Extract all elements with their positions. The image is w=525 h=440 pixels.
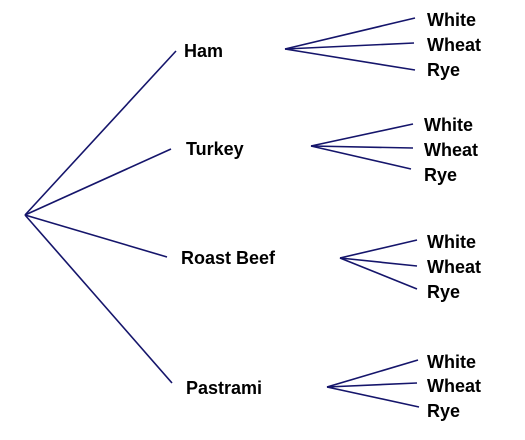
branch-turkey-white	[310, 123, 414, 147]
meat-labels: Ham Turkey Roast Beef Pastrami	[181, 41, 276, 398]
bread-label-roast-beef-wheat: Wheat	[427, 257, 481, 277]
branch-pastrami-wheat	[326, 382, 418, 388]
root-branches	[24, 50, 177, 384]
pastrami-bread-labels: White Wheat Rye	[427, 352, 481, 421]
bread-label-turkey-white: White	[424, 115, 473, 135]
bread-label-roast-beef-rye: Rye	[427, 282, 460, 302]
branch-ham-wheat	[284, 42, 415, 50]
turkey-bread-branches	[310, 123, 414, 170]
ham-bread-branches	[284, 17, 416, 71]
branch-root-roast-beef	[24, 214, 168, 258]
branch-pastrami-rye	[326, 386, 420, 408]
ham-bread-labels: White Wheat Rye	[427, 10, 481, 80]
turkey-bread-labels: White Wheat Rye	[424, 115, 478, 185]
bread-label-pastrami-rye: Rye	[427, 401, 460, 421]
roast-beef-bread-labels: White Wheat Rye	[427, 232, 481, 302]
meat-label-roast-beef: Roast Beef	[181, 248, 276, 268]
meat-label-ham: Ham	[184, 41, 223, 61]
meat-label-pastrami: Pastrami	[186, 378, 262, 398]
branch-turkey-wheat	[310, 145, 414, 149]
branch-roast-beef-rye	[339, 257, 418, 290]
meat-label-turkey: Turkey	[186, 139, 244, 159]
branch-pastrami-white	[326, 359, 419, 388]
branch-ham-rye	[284, 48, 416, 71]
branch-roast-beef-wheat	[339, 257, 418, 267]
bread-label-ham-white: White	[427, 10, 476, 30]
bread-label-turkey-wheat: Wheat	[424, 140, 478, 160]
branch-root-ham	[24, 50, 177, 216]
branch-turkey-rye	[310, 145, 412, 170]
pastrami-bread-branches	[326, 359, 420, 408]
bread-label-ham-wheat: Wheat	[427, 35, 481, 55]
branch-root-turkey	[24, 148, 172, 216]
bread-label-pastrami-wheat: Wheat	[427, 376, 481, 396]
branch-root-pastrami	[24, 214, 173, 384]
branch-ham-white	[284, 17, 416, 50]
bread-label-roast-beef-white: White	[427, 232, 476, 252]
roast-beef-bread-branches	[339, 239, 418, 290]
bread-label-pastrami-white: White	[427, 352, 476, 372]
bread-label-turkey-rye: Rye	[424, 165, 457, 185]
bread-label-ham-rye: Rye	[427, 60, 460, 80]
branch-roast-beef-white	[339, 239, 418, 259]
